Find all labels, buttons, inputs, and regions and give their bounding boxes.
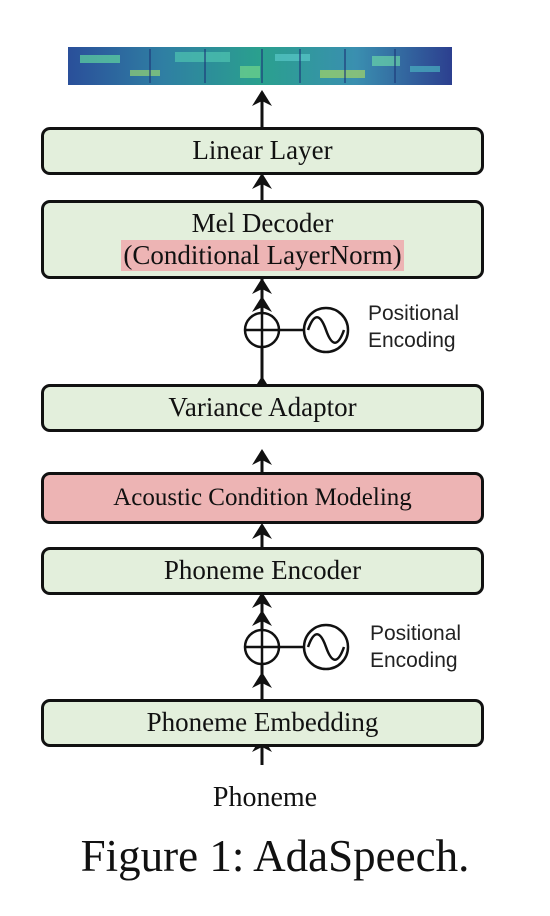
arrowhead bbox=[252, 672, 272, 688]
arrowhead bbox=[252, 523, 272, 539]
variance-adaptor-label: Variance Adaptor bbox=[168, 392, 357, 423]
positional-encoding-label-lower: Positional Encoding bbox=[370, 622, 462, 673]
arrowhead bbox=[252, 449, 272, 465]
figure-caption: Figure 1: AdaSpeech. bbox=[80, 831, 470, 881]
mel-decoder-block: Mel Decoder (Conditional LayerNorm) bbox=[41, 200, 484, 279]
arrowhead bbox=[252, 278, 272, 294]
add-operator-icon bbox=[243, 628, 281, 666]
mel-spectrogram-image bbox=[68, 47, 452, 85]
conditional-layernorm-label: (Conditional LayerNorm) bbox=[121, 239, 404, 271]
sine-wave-icon bbox=[302, 623, 350, 671]
positional-encoding-label-upper: Positional Encoding bbox=[368, 302, 460, 353]
phoneme-encoder-label: Phoneme Encoder bbox=[163, 555, 362, 586]
acoustic-condition-modeling-label: Acoustic Condition Modeling bbox=[113, 483, 412, 511]
arrowhead bbox=[252, 610, 272, 626]
arrowhead bbox=[252, 173, 272, 189]
arrowhead bbox=[252, 296, 272, 312]
linear-layer-block: Linear Layer bbox=[41, 127, 484, 175]
arrowhead bbox=[252, 592, 272, 608]
mel-decoder-label: Mel Decoder bbox=[191, 208, 334, 239]
add-operator-icon bbox=[243, 311, 281, 349]
phoneme-embedding-label: Phoneme Embedding bbox=[146, 707, 379, 738]
variance-adaptor-block: Variance Adaptor bbox=[41, 384, 484, 432]
linear-layer-label: Linear Layer bbox=[192, 135, 333, 166]
phoneme-embedding-block: Phoneme Embedding bbox=[41, 699, 484, 747]
phoneme-input-label: Phoneme bbox=[212, 782, 318, 813]
sine-wave-icon bbox=[302, 306, 350, 354]
phoneme-encoder-block: Phoneme Encoder bbox=[41, 547, 484, 595]
acoustic-condition-modeling-block: Acoustic Condition Modeling bbox=[41, 472, 484, 524]
arrowhead bbox=[252, 90, 272, 106]
